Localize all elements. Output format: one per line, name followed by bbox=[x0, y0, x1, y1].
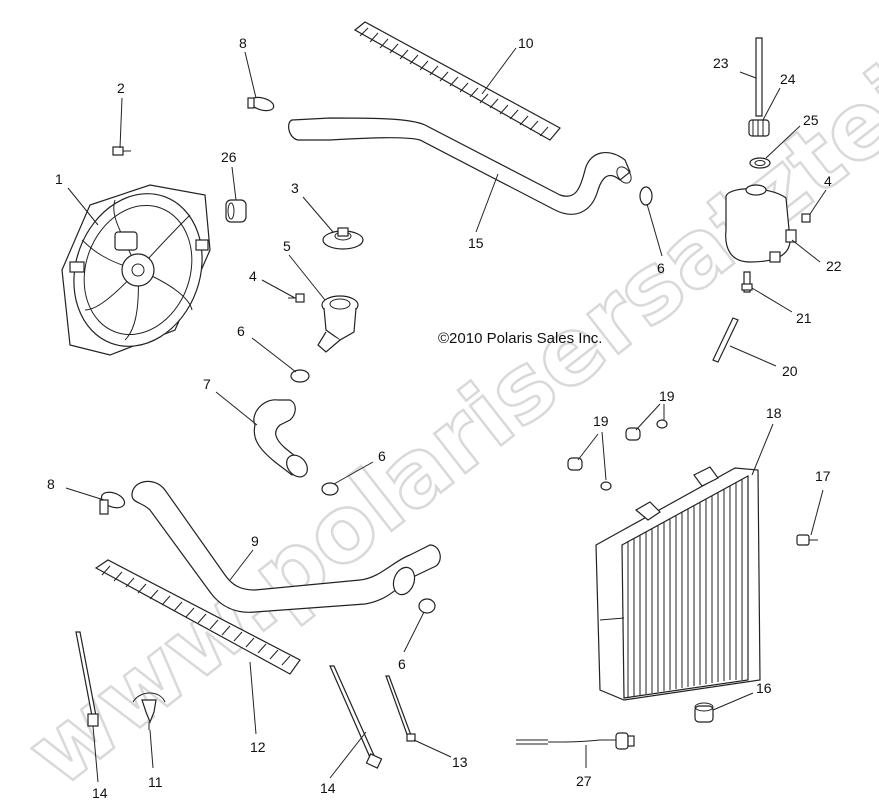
callout-19-left: 19 bbox=[593, 413, 609, 429]
callout-27: 27 bbox=[576, 773, 592, 789]
callout-4-left: 4 bbox=[249, 268, 257, 284]
cable-tie-part-14-left bbox=[75, 631, 99, 727]
callout-20: 20 bbox=[782, 363, 798, 379]
callout-12: 12 bbox=[250, 739, 266, 755]
grommet-part-26 bbox=[225, 199, 247, 223]
radiator-cap-part-3 bbox=[322, 227, 364, 250]
callout-15: 15 bbox=[468, 235, 484, 251]
grommet-part-19-b bbox=[625, 419, 668, 441]
callout-3: 3 bbox=[291, 180, 299, 196]
vent-tube-part-23 bbox=[755, 37, 763, 117]
clamp-part-6-a bbox=[290, 369, 310, 383]
fitting-part-16 bbox=[694, 702, 714, 723]
clamp-part-8-upper bbox=[247, 96, 275, 112]
callout-18: 18 bbox=[766, 405, 782, 421]
callout-26: 26 bbox=[221, 149, 237, 165]
filler-neck-part-5 bbox=[317, 295, 359, 353]
hose-part-7 bbox=[253, 399, 308, 478]
sensor-part-27 bbox=[516, 732, 635, 750]
callout-14-right: 14 bbox=[320, 780, 336, 796]
bolt-part-17 bbox=[796, 534, 818, 546]
callout-11: 11 bbox=[148, 774, 163, 790]
cable-tie-part-14-right bbox=[329, 665, 383, 769]
callout-13: 13 bbox=[452, 754, 468, 770]
callout-6-c: 6 bbox=[398, 656, 406, 672]
grommet-part-19-a bbox=[567, 457, 612, 491]
callout-17: 17 bbox=[815, 468, 831, 484]
callout-6-a: 6 bbox=[237, 323, 245, 339]
fitting-part-21 bbox=[741, 271, 753, 293]
copyright-text: ©2010 Polaris Sales Inc. bbox=[438, 330, 602, 347]
push-clip-part-11 bbox=[132, 692, 166, 730]
callout-2: 2 bbox=[117, 80, 125, 96]
callout-21: 21 bbox=[796, 310, 812, 326]
tube-part-20 bbox=[712, 317, 739, 363]
callout-25: 25 bbox=[803, 112, 819, 128]
sleeve-part-10 bbox=[353, 21, 561, 141]
sleeve-part-12 bbox=[94, 559, 301, 675]
callout-labels: 1 2 3 4 4 5 6 6 6 6 7 8 8 9 10 11 12 13 … bbox=[47, 35, 842, 801]
leader-lines bbox=[65, 47, 827, 783]
callout-16: 16 bbox=[756, 680, 772, 696]
clamp-part-6-c bbox=[418, 598, 436, 614]
callout-23: 23 bbox=[713, 55, 729, 71]
callout-8-upper: 8 bbox=[239, 35, 247, 51]
clamp-part-6-d bbox=[639, 186, 653, 206]
callout-5: 5 bbox=[283, 238, 291, 254]
callout-19-right: 19 bbox=[659, 388, 675, 404]
callout-4-right: 4 bbox=[824, 173, 832, 189]
seal-ring-part-25 bbox=[749, 157, 771, 169]
watermark: www.polarisersatzteile.de bbox=[8, 0, 879, 807]
fan-assembly bbox=[61, 184, 211, 356]
callout-24: 24 bbox=[780, 71, 796, 87]
callout-14-left: 14 bbox=[92, 785, 108, 801]
cap-part-24 bbox=[748, 119, 770, 137]
clamp-part-8-lower bbox=[99, 491, 126, 515]
bolt-part-2 bbox=[112, 146, 131, 156]
callout-10: 10 bbox=[518, 35, 534, 51]
clamp-part-6-b bbox=[321, 482, 339, 496]
callout-6-b: 6 bbox=[378, 448, 386, 464]
radiator-part-18 bbox=[595, 466, 761, 701]
callout-9: 9 bbox=[251, 533, 259, 549]
callout-8-lower: 8 bbox=[47, 476, 55, 492]
screw-part-4-right bbox=[801, 213, 811, 223]
hose-part-9 bbox=[131, 480, 441, 613]
callout-7: 7 bbox=[203, 376, 211, 392]
tie-part-13 bbox=[385, 675, 416, 742]
callout-6-d: 6 bbox=[657, 260, 665, 276]
callout-22: 22 bbox=[826, 258, 842, 274]
callout-1: 1 bbox=[55, 171, 63, 187]
hose-part-15 bbox=[288, 117, 632, 215]
reservoir-part-22 bbox=[725, 184, 797, 263]
